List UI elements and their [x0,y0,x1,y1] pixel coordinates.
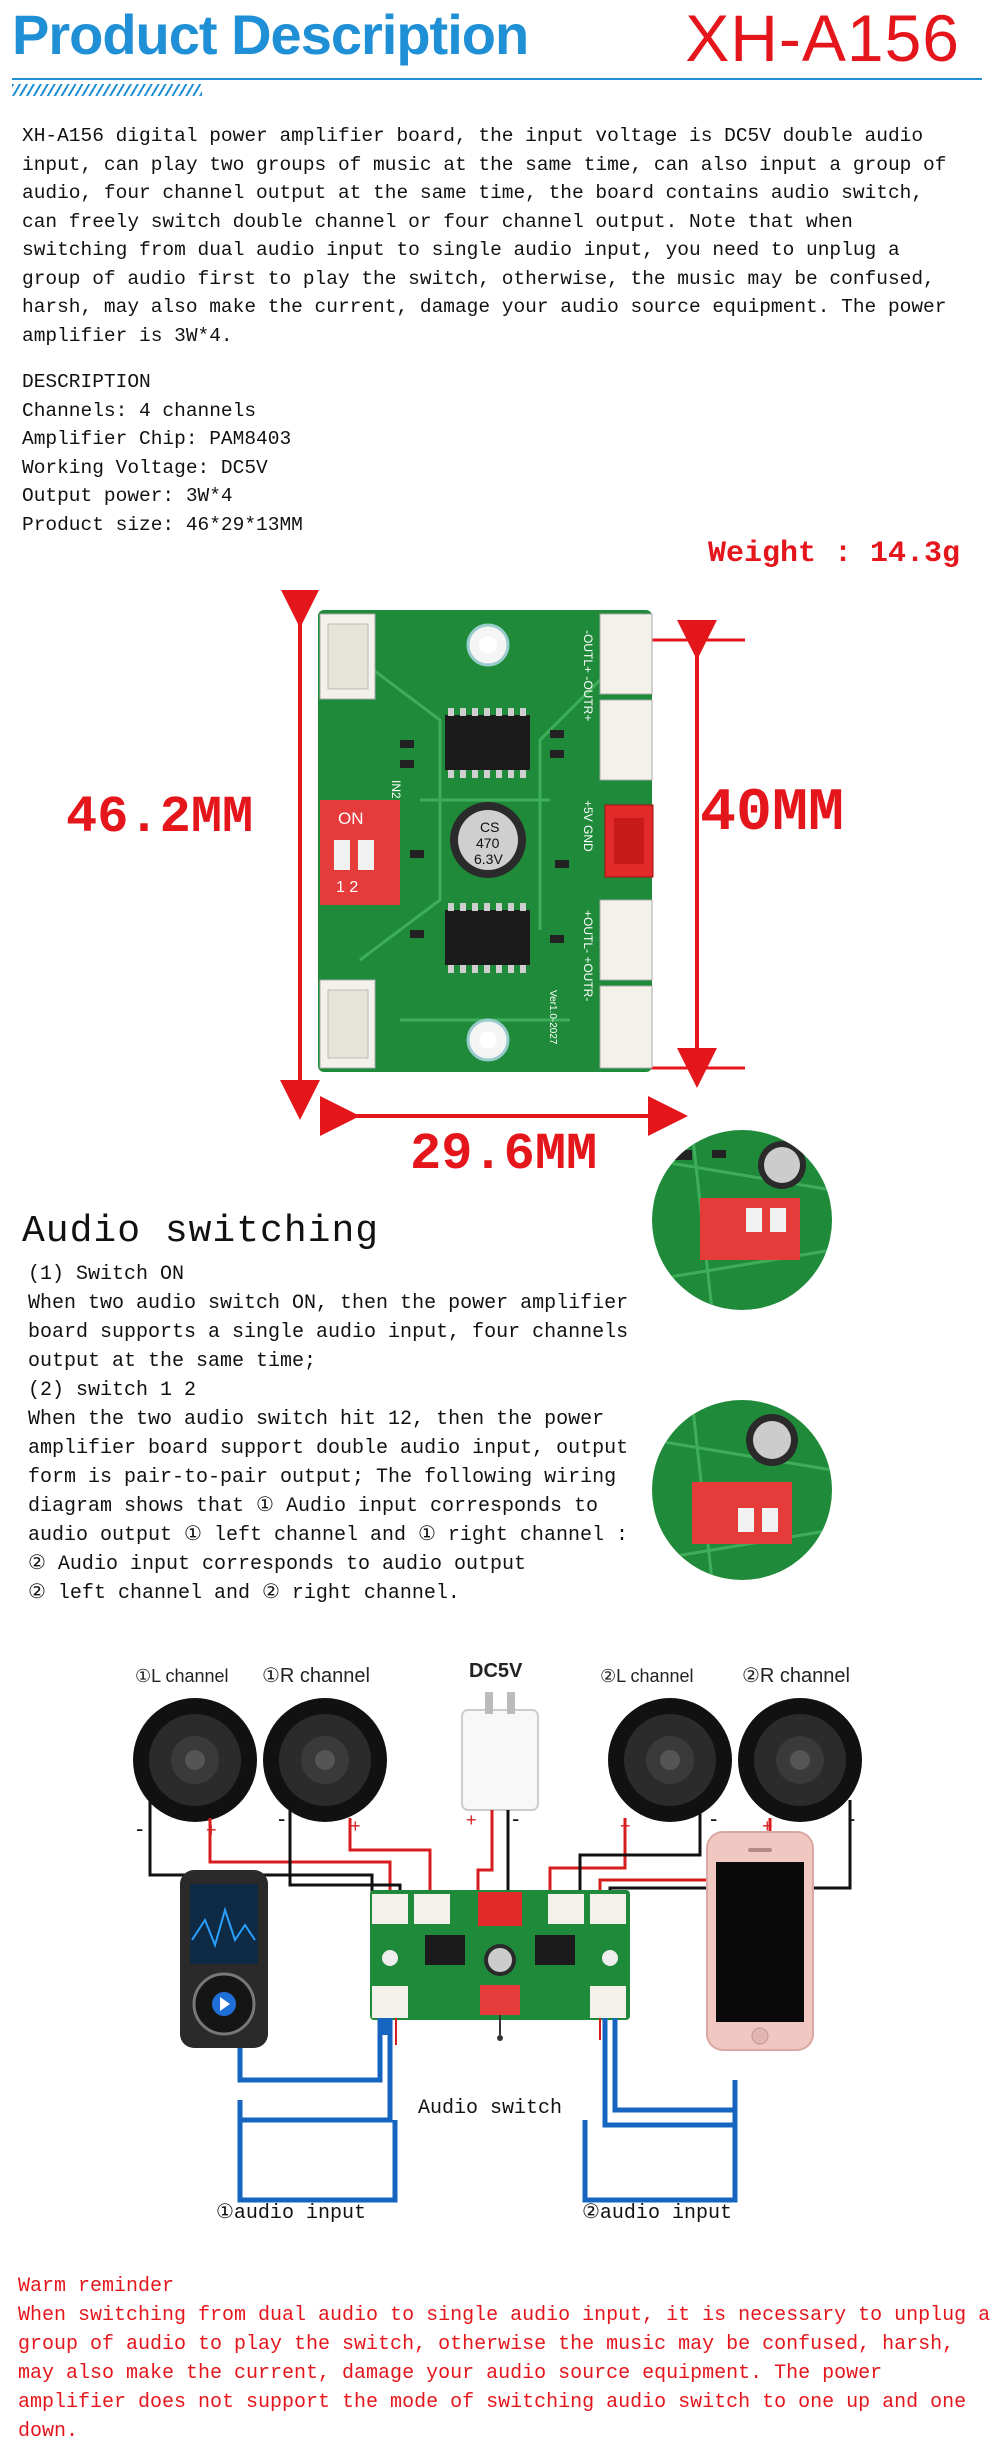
audio-input-1-label: ①audio input [216,2202,366,2225]
spec-item: Amplifier Chip: PAM8403 [22,428,292,450]
spec-list: DESCRIPTION Channels: 4 channels Amplifi… [22,368,303,539]
warm-reminder-line: may also make the current, damage your a… [18,2362,883,2385]
speaker-icon [608,1698,732,1822]
power-adapter-icon [461,1692,539,1811]
header-hatch-decoration [12,84,202,96]
intro-line: group of audio first to play the switch,… [22,267,935,290]
minus-sign: - [848,1806,855,1831]
width-dimension-label: 29.6MM [410,1125,598,1184]
spec-heading: DESCRIPTION [22,371,151,393]
intro-line: XH-A156 digital power amplifier board, t… [22,125,924,147]
intro-line: can freely switch double channel or four… [22,210,853,233]
audio-switching-text: (1) Switch ON When two audio switch ON, … [28,1260,648,1608]
switch-on-closeup-image [652,1130,832,1310]
audio-switching-line: output at the same time; [28,1350,317,1373]
warm-reminder-line: When switching from dual audio to single… [18,2304,991,2327]
header-divider [12,78,982,80]
plus-sign: + [350,1816,361,1836]
capacitor-label: 6.3V [474,851,503,867]
audio-switching-line: (2) switch 1 2 [28,1379,197,1402]
model-number: XH-A156 [685,1,960,75]
audio-switching-line: (1) Switch ON [28,1263,185,1286]
minus-sign: - [710,1806,717,1831]
capacitor-label: 470 [476,835,500,851]
audio-switching-line: ② left channel and ② right channel. [28,1582,460,1605]
switch-12-closeup-image [652,1400,832,1580]
l2-channel-label: ②L channel [600,1666,694,1686]
warm-reminder-line: group of audio to play the switch, other… [18,2333,955,2356]
height-dimension-label: 46.2MM [66,788,254,847]
speaker-icon [263,1698,387,1822]
page-title: Product Description [12,3,529,66]
audio-switching-line: amplifier board support double audio inp… [28,1437,629,1460]
spec-item: Output power: 3W*4 [22,485,233,507]
section-title-audio-switching: Audio switching [22,1210,380,1253]
plus-sign: + [466,1810,477,1830]
hole-dimension-label: 40MM [700,780,845,848]
plus-sign: + [762,1816,773,1836]
r2-channel-label: ②R channel [742,1665,850,1687]
switch-on-label: ON [338,809,364,828]
version-label: Ver1.0-2027 [547,990,558,1045]
intro-line: harsh, may also make the current, damage… [22,296,947,318]
dc5v-label: DC5V [469,1660,523,1682]
plus-sign: + [620,1816,631,1836]
audio-input-wires [237,2120,738,2203]
speaker-icon [133,1698,257,1822]
intro-line: input, can play two groups of music at t… [22,153,947,176]
capacitor-label: CS [480,819,499,835]
audio-switching-line: ② Audio input corresponds to audio outpu… [28,1553,527,1576]
warm-reminder: Warm reminder When switching from dual a… [18,2272,993,2444]
audio-input-2-label: ②audio input [582,2202,732,2225]
switch-number-label: 1 2 [336,879,358,896]
wiring-diagram: ①L channel ①R channel DC5V ②L channel ②R… [133,1660,862,2225]
audio-switching-line: When two audio switch ON, then the power… [28,1292,629,1315]
plus-sign: + [206,1820,217,1840]
intro-line: switching from dual audio input to singl… [22,239,900,261]
intro-line: amplifier is 3W*4. [22,324,233,347]
minus-sign: - [278,1806,285,1831]
power-label: +5V GND [581,800,595,852]
minus-sign: - [512,1806,519,1831]
r1-channel-label: ①R channel [262,1665,370,1687]
weight-label: Weight : 14.3g [708,537,961,571]
phone-icon [706,1831,814,2051]
audio-switching-line: form is pair-to-pair output; The followi… [28,1466,617,1489]
mp3-player-icon [180,1870,268,2048]
warm-reminder-line: down. [18,2420,79,2443]
spec-item: Channels: 4 channels [22,399,257,422]
amplifier-board-image: CS 470 6.3V ON 1 2 IN2 -OUTL+ -OUTR+ +OU… [318,610,654,1072]
audio-switching-line: audio output ① left channel and ① right … [28,1524,628,1547]
l1-channel-label: ①L channel [135,1666,229,1686]
output-top-label: -OUTL+ -OUTR+ [581,630,595,721]
audio-switching-line: board supports a single audio input, fou… [28,1321,629,1344]
warm-reminder-title: Warm reminder [18,2275,175,2298]
spec-item: Working Voltage: DC5V [22,456,268,479]
intro-paragraph: XH-A156 digital power amplifier board, t… [22,122,977,350]
warm-reminder-line: amplifier does not support the mode of s… [18,2391,967,2414]
audio-switching-line: diagram shows that ① Audio input corresp… [28,1495,599,1518]
output-bottom-label: +OUTL- +OUTR- [581,910,595,1001]
speaker-icon [738,1698,862,1822]
amplifier-board-icon [370,1890,630,2020]
intro-line: audio, four channel output at the same t… [22,182,924,204]
minus-sign: - [136,1816,143,1841]
spec-item: Product size: 46*29*13MM [22,513,303,536]
audio-switching-line: When the two audio switch hit 12, then t… [28,1408,605,1431]
audio-switch-label: Audio switch [418,2097,562,2120]
input-label: IN2 [389,780,403,799]
